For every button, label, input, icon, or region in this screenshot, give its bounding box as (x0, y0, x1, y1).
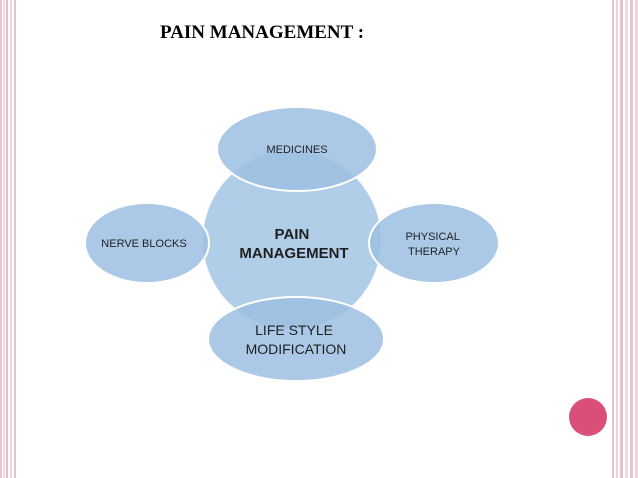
right-ellipse (368, 202, 500, 284)
left-label-line-1: NERVE BLOCKS (101, 238, 186, 250)
pink-accent-dot (569, 398, 607, 436)
top-label-line-1: MEDICINES (266, 144, 327, 156)
center-label: PAIN MANAGEMENT (239, 226, 348, 262)
left-label: NERVE BLOCKS (101, 238, 186, 250)
bottom-label-line-2: MODIFICATION (246, 341, 347, 357)
right-label-line-1: PHYSICAL (405, 231, 459, 243)
left-border-line (14, 0, 16, 478)
bottom-label-line-1: LIFE STYLE (255, 322, 333, 338)
top-ellipse (216, 106, 378, 192)
bottom-label: LIFE STYLE MODIFICATION (246, 322, 347, 357)
center-label-line-1: PAIN (275, 226, 310, 243)
left-decorative-border (0, 0, 14, 478)
top-label: MEDICINES (266, 144, 327, 156)
right-label: PHYSICAL THERAPY (405, 231, 462, 258)
bottom-ellipse (207, 296, 385, 382)
right-label-line-2: THERAPY (408, 246, 461, 258)
right-decorative-border (614, 0, 638, 478)
right-border-line (612, 0, 614, 478)
center-label-line-2: MANAGEMENT (239, 245, 348, 262)
left-ellipse (84, 202, 210, 284)
slide-title: PAIN MANAGEMENT : (160, 22, 365, 43)
